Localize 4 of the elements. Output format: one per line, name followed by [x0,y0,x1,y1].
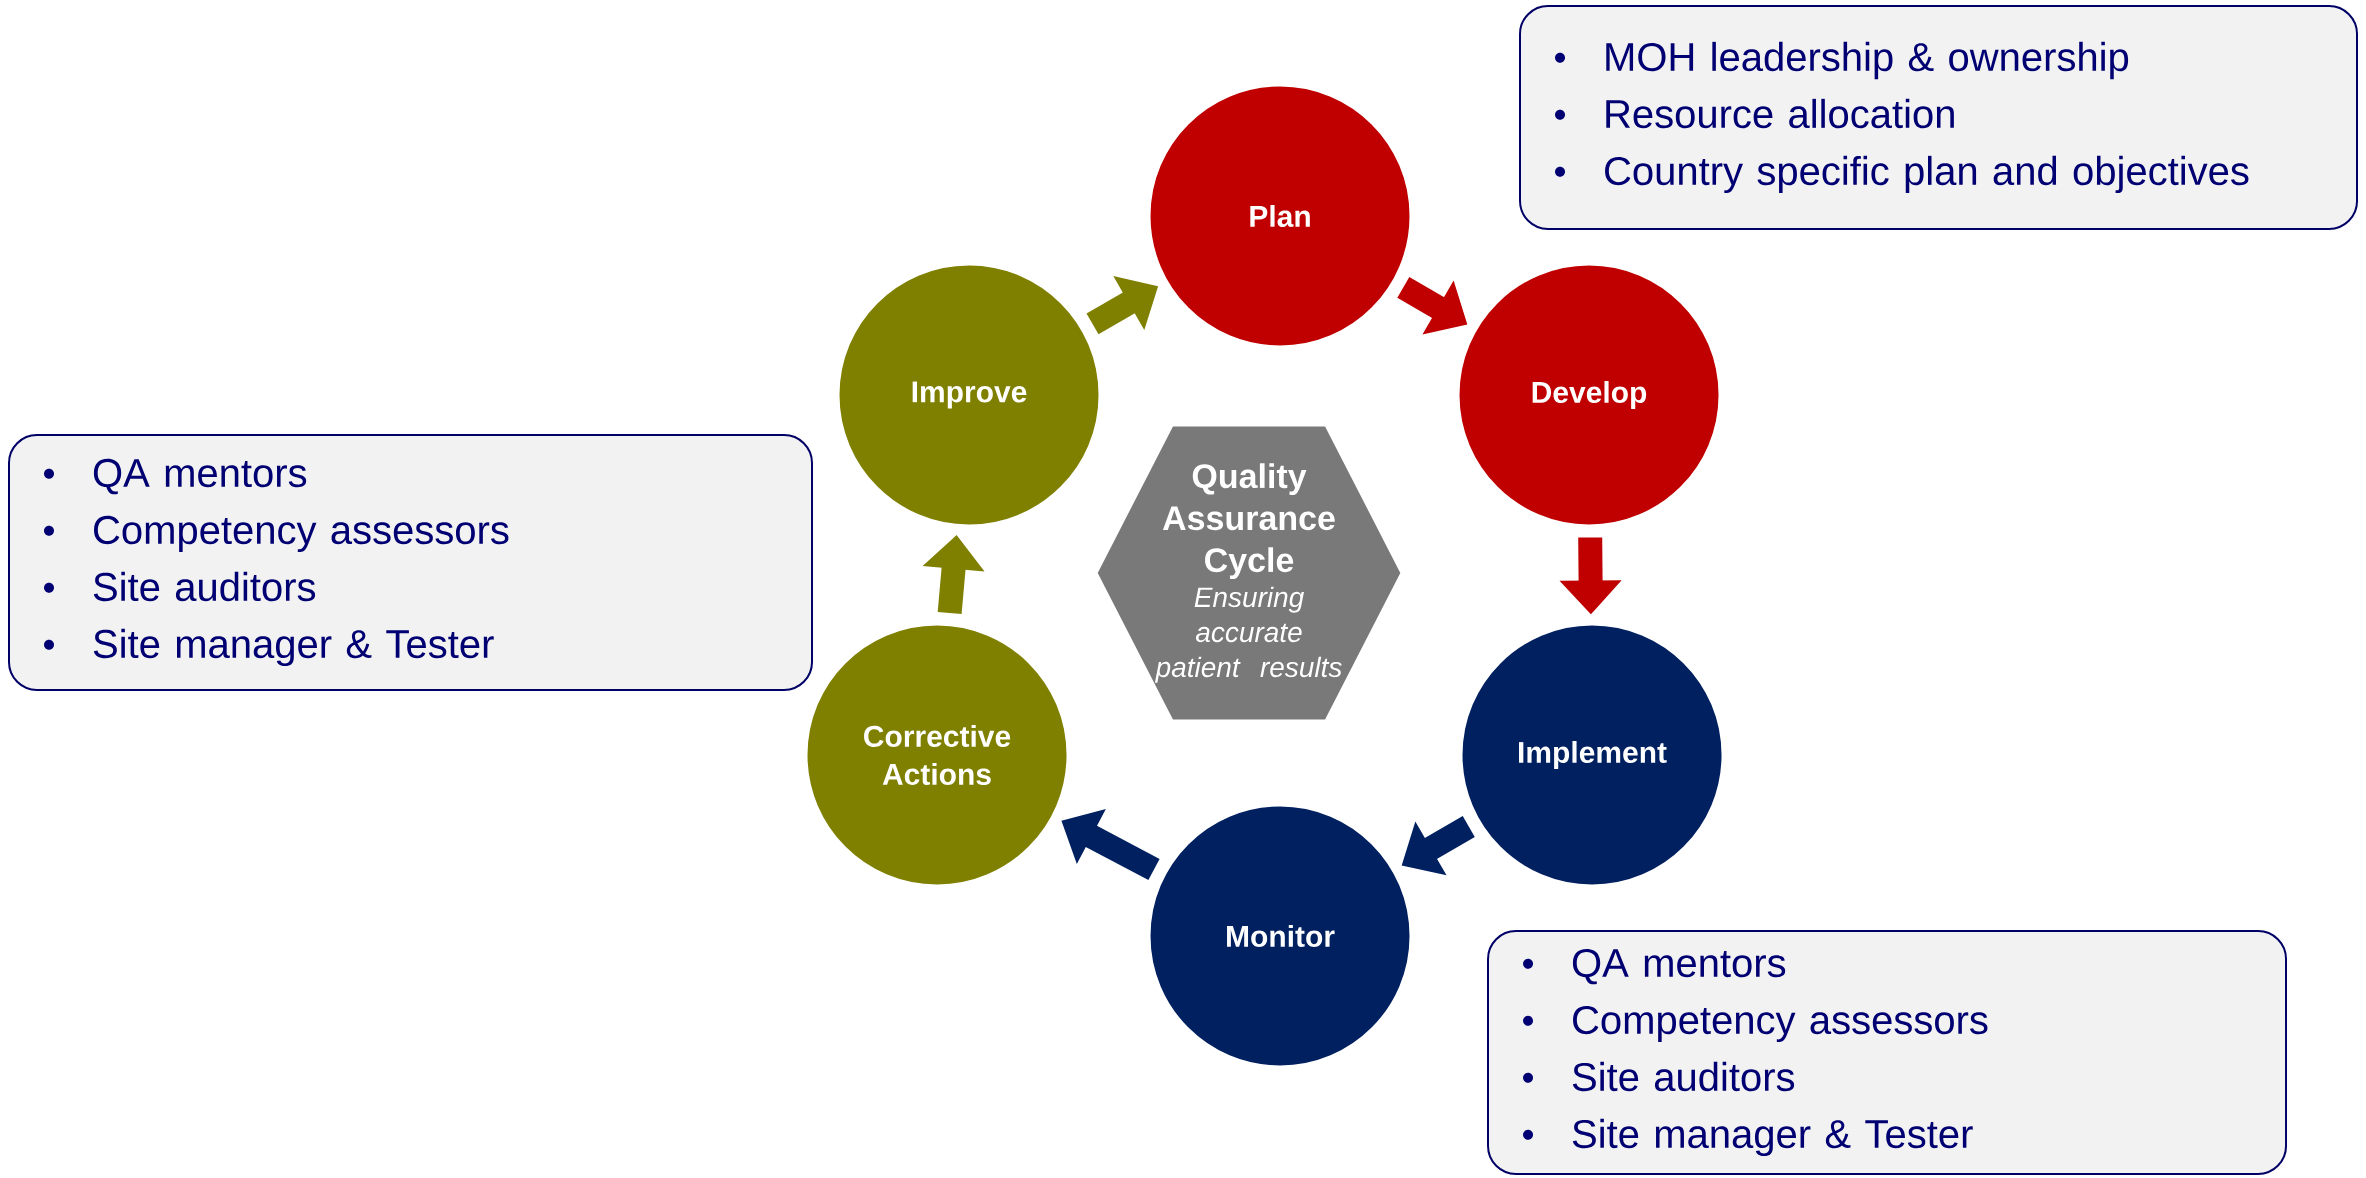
bullet-list-box: MOH leadership & ownership Resource allocation Country specific plan and objectives [1519,5,2359,230]
hexagon: Quality Assurance Cycle Ensuring accurate patient results [1094,423,1404,723]
bullet-list-box: QA mentors Competency assessors Site auditors Site manager & Tester [8,434,813,691]
bullet-list-box: QA mentors Competency assessors Site auditors Site manager & Tester [1487,930,2288,1175]
